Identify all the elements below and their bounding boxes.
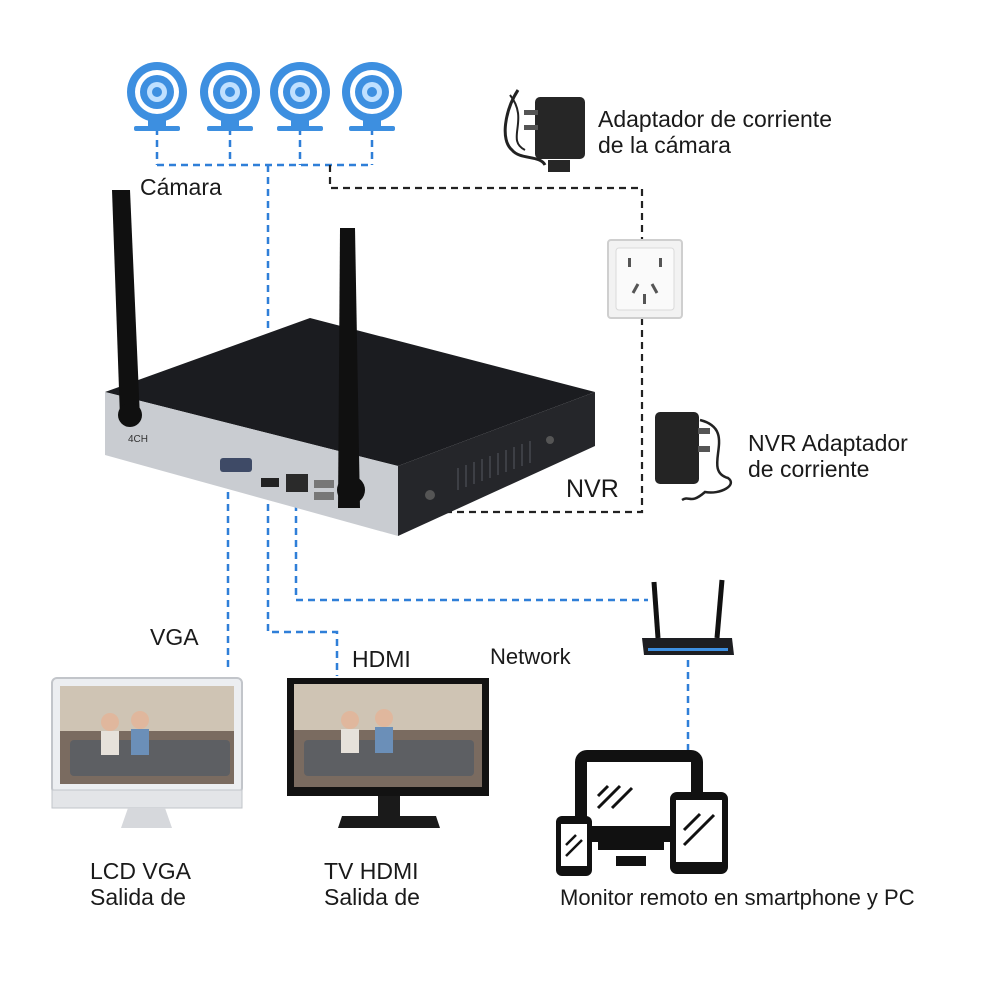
outlet-to-nvr-power-line xyxy=(440,318,644,514)
output-links xyxy=(226,480,690,760)
router-icon xyxy=(642,579,734,655)
camera-icon xyxy=(270,62,330,131)
antenna-left-icon xyxy=(112,190,140,418)
nvr-side xyxy=(398,392,595,536)
camera-adapter-label-line1: Adaptador de corriente xyxy=(598,106,832,132)
camera-power-line xyxy=(328,165,644,245)
lcd-output-label-line2: Salida de xyxy=(90,884,186,911)
camera-group xyxy=(127,62,402,131)
usb-port xyxy=(314,480,334,488)
nvr-power-adapter-icon xyxy=(655,412,732,502)
nvr-power-port xyxy=(425,490,435,500)
hdmi-link xyxy=(266,492,339,676)
nvr-vents xyxy=(457,441,531,490)
nvr-adapter-label-line1: NVR Adaptador xyxy=(748,430,908,456)
camera-icon xyxy=(200,62,260,131)
network-link xyxy=(294,492,648,602)
tv-output-label: TV HDMI Salida de xyxy=(324,858,420,911)
camera-icon xyxy=(127,62,187,131)
lcd-output-label: LCD VGA Salida de xyxy=(90,858,191,911)
remote-devices-icon xyxy=(556,750,728,876)
camera-power-adapter-icon xyxy=(503,89,585,172)
tv-output-label-line1: TV HDMI xyxy=(324,858,419,884)
lcd-output-label-line1: LCD VGA xyxy=(90,858,191,884)
pc-monitor-icon xyxy=(598,830,664,850)
vga-label: VGA xyxy=(150,624,199,650)
camera-icon xyxy=(342,62,402,131)
nvr-adapter-label-line2: de corriente xyxy=(748,456,870,483)
hdmi-port xyxy=(261,478,279,487)
network-label: Network xyxy=(490,644,571,669)
tv-icon xyxy=(287,678,489,828)
nvr-led xyxy=(546,436,554,444)
camera-adapter-label-line2: de la cámara xyxy=(598,132,731,159)
ethernet-port xyxy=(286,474,308,492)
remote-monitor-label: Monitor remoto en smartphone y PC xyxy=(560,885,915,910)
camera-links xyxy=(155,128,374,330)
hdmi-label: HDMI xyxy=(352,646,411,672)
antenna-right-icon xyxy=(338,228,360,508)
camera-label: Cámara xyxy=(140,174,222,200)
usb-port xyxy=(314,492,334,500)
wall-outlet-icon xyxy=(607,239,683,319)
tv-output-label-line2: Salida de xyxy=(324,884,420,911)
nvr-adapter-label: NVR Adaptador de corriente xyxy=(748,430,908,483)
lcd-monitor-icon xyxy=(51,677,243,828)
power-lines xyxy=(328,165,644,514)
vga-port xyxy=(220,458,252,472)
camera-adapter-label: Adaptador de corriente de la cámara xyxy=(598,106,832,159)
nvr-badge: 4CH xyxy=(128,434,148,445)
nvr-label: NVR xyxy=(566,475,619,503)
nvr-device: 4CH xyxy=(105,190,595,536)
